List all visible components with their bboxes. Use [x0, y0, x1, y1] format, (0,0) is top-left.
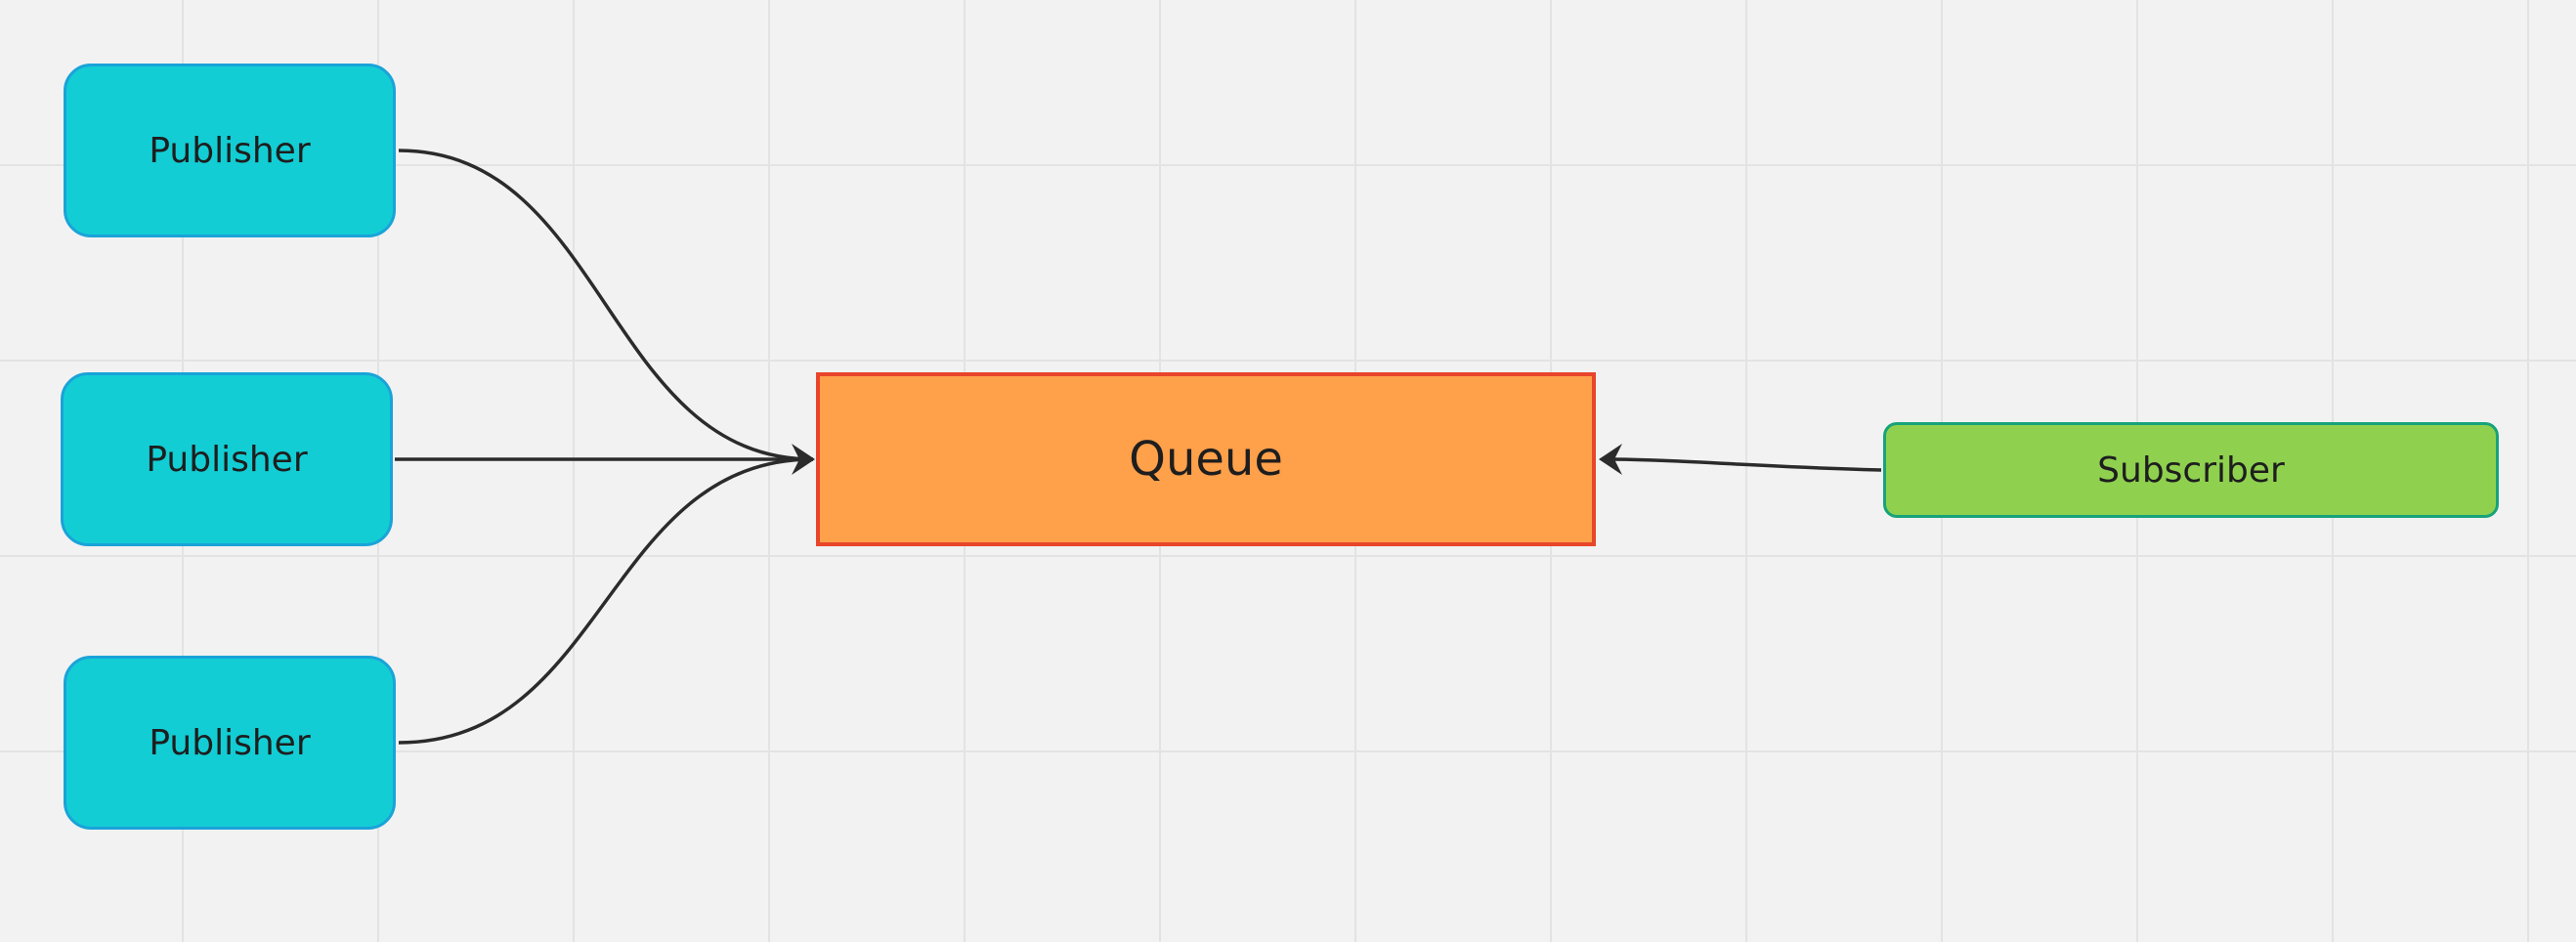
arrowhead-publishers-into-queue [792, 444, 815, 475]
publisher-node-1-label: Publisher [149, 130, 311, 171]
edge-publisher-1-to-queue[interactable] [398, 149, 814, 461]
edge-publisher-3-to-queue[interactable] [398, 457, 814, 745]
publisher-node-3[interactable]: Publisher [64, 656, 396, 830]
queue-node-label: Queue [1129, 432, 1283, 487]
arrowhead-subscriber-into-queue [1599, 444, 1622, 475]
queue-node[interactable]: Queue [816, 372, 1596, 546]
publisher-node-1[interactable]: Publisher [64, 64, 396, 237]
edge-subscriber-to-queue[interactable] [1602, 457, 1882, 472]
publisher-node-3-label: Publisher [149, 722, 311, 763]
subscriber-node[interactable]: Subscriber [1883, 422, 2499, 518]
publisher-node-2-label: Publisher [146, 439, 308, 480]
subscriber-node-label: Subscriber [2097, 450, 2285, 491]
publisher-node-2[interactable]: Publisher [61, 372, 393, 546]
